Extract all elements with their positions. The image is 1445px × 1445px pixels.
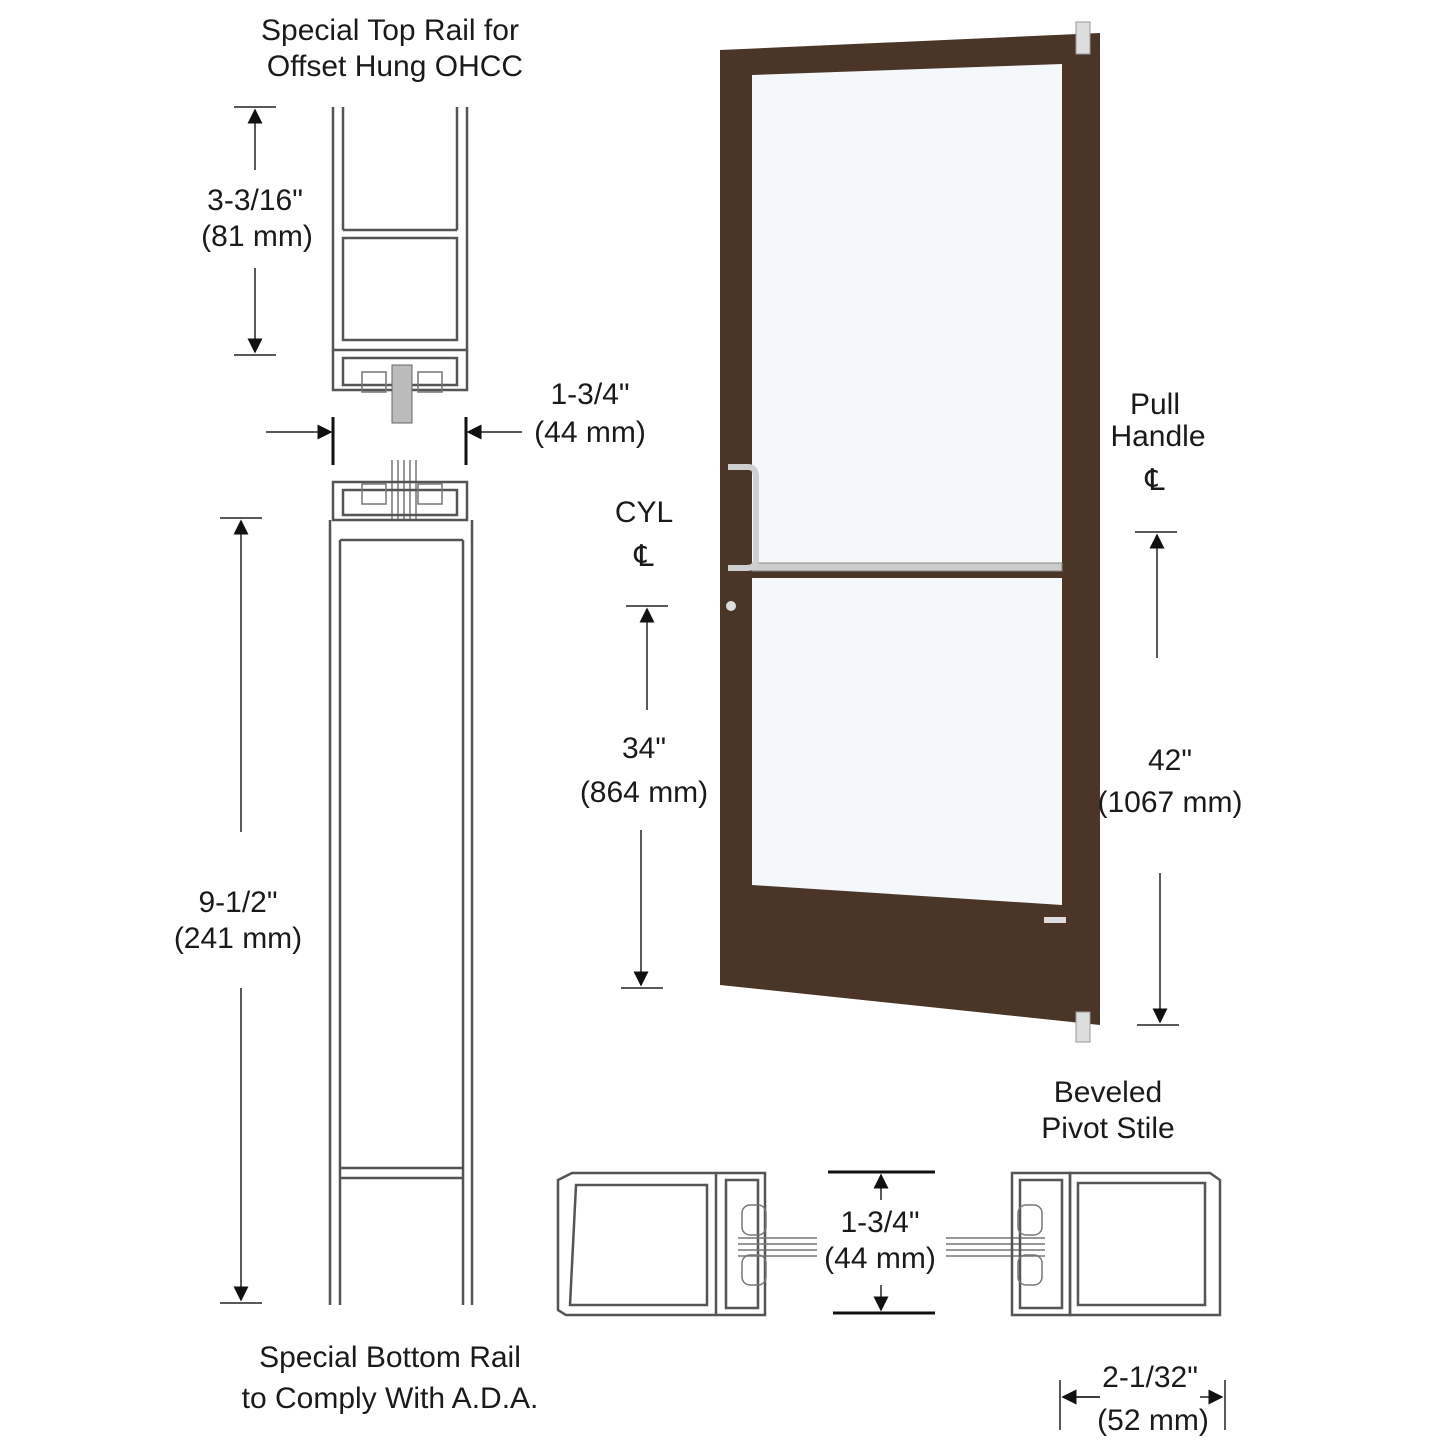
pull-centerline: ℄ <box>1144 464 1164 497</box>
rail-depth-mm: (44 mm) <box>534 416 646 449</box>
cylinder-dimension: CYL ℄ 34" (864 mm) <box>580 496 708 989</box>
top-rail-height-in: 3-3/16" <box>207 184 303 217</box>
bottom-pivot <box>1075 1011 1091 1043</box>
stile-depth-in: 1-3/4" <box>840 1206 919 1239</box>
pull-label-1: Pull <box>1130 388 1180 421</box>
pull-height-mm: (1067 mm) <box>1097 786 1242 819</box>
cyl-label: CYL <box>615 496 673 529</box>
bottom-rail-section: 9-1/2" (241 mm) Special Bottom Rail to C… <box>174 460 539 1415</box>
top-rail-height-mm: (81 mm) <box>201 220 313 253</box>
stile-width-mm: (52 mm) <box>1097 1404 1209 1437</box>
pivot-title-2: Pivot Stile <box>1041 1112 1174 1145</box>
pull-handle-dimension: Pull Handle ℄ 42" (1067 mm) <box>1097 388 1243 1026</box>
pivot-title-1: Beveled <box>1054 1076 1162 1109</box>
push-bar <box>751 562 1063 572</box>
bottom-rail-title-2: to Comply With A.D.A. <box>242 1382 539 1415</box>
stile-width-in: 2-1/32" <box>1102 1361 1198 1394</box>
top-rail-title-2: Offset Hung OHCC <box>267 50 523 83</box>
stile-depth-mm: (44 mm) <box>824 1242 936 1275</box>
lower-glass <box>752 578 1062 905</box>
pull-height-in: 42" <box>1148 744 1192 777</box>
cylinder-lock <box>726 601 736 611</box>
pull-handle <box>728 464 759 571</box>
rail-depth-in: 1-3/4" <box>550 378 629 411</box>
pivot-stile-section: Beveled Pivot Stile 1-3/4" (44 mm) 2-1/3… <box>556 1076 1226 1437</box>
cyl-height-in: 34" <box>622 732 666 765</box>
bottom-rail-height-mm: (241 mm) <box>174 922 302 955</box>
door-elevation <box>720 21 1100 1043</box>
cyl-centerline: ℄ <box>633 540 653 573</box>
pull-label-2: Handle <box>1110 420 1205 453</box>
bottom-rail-title-1: Special Bottom Rail <box>259 1341 521 1374</box>
cyl-height-mm: (864 mm) <box>580 776 708 809</box>
top-rail-title-1: Special Top Rail for <box>261 14 519 47</box>
top-rail-section: Special Top Rail for Offset Hung OHCC 3-… <box>201 14 523 424</box>
top-pivot <box>1075 21 1091 55</box>
bottom-rail-height-in: 9-1/2" <box>198 886 277 919</box>
rail-depth-dimension: 1-3/4" (44 mm) <box>266 378 646 465</box>
upper-glass <box>752 64 1062 568</box>
